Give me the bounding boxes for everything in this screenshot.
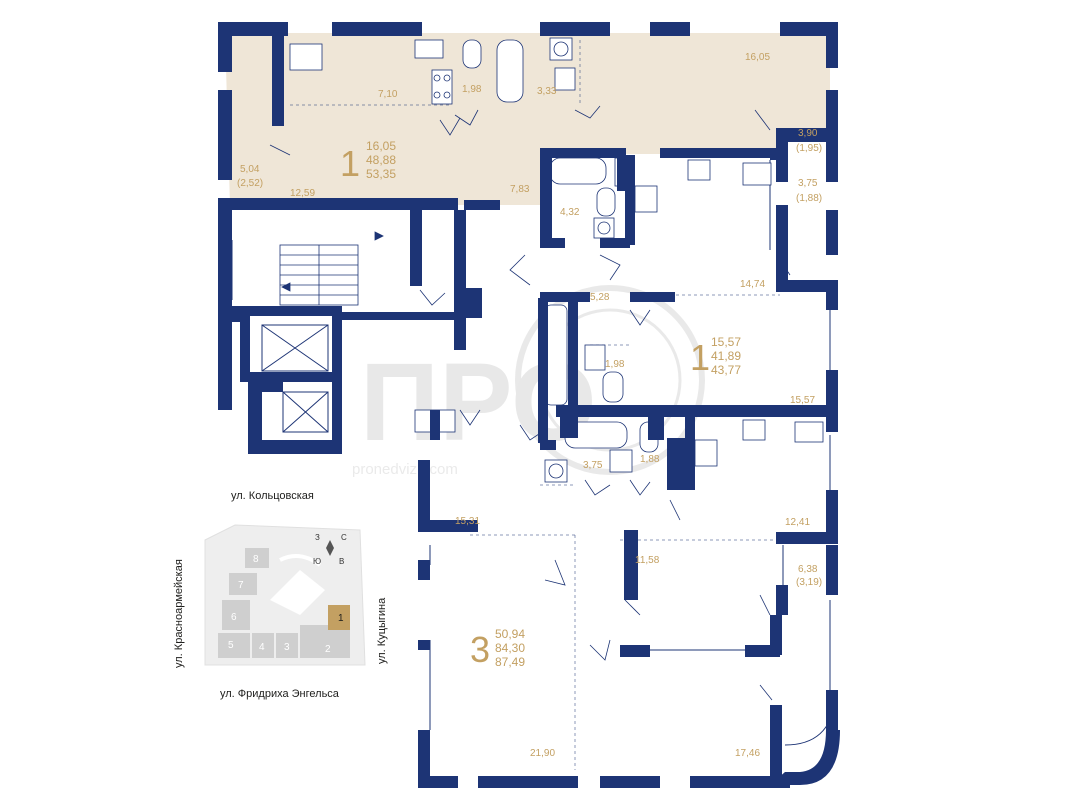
bathtub-icon-2 <box>549 157 607 185</box>
room-area: 15,31 <box>455 516 480 527</box>
room-area: 7,83 <box>510 184 530 195</box>
sink-icon-4 <box>694 439 718 467</box>
apartment-total-with-balcony: 53,35 <box>366 167 396 181</box>
toilet-icon-2 <box>596 187 616 217</box>
room-area: 5,04 <box>240 164 260 175</box>
room-area: 4,32 <box>560 207 580 218</box>
building-2 <box>300 625 350 658</box>
building-5 <box>218 633 250 658</box>
building-8 <box>245 548 269 568</box>
fridge-icon-3 <box>794 421 824 443</box>
apartment-total-area: 41,89 <box>711 349 741 363</box>
building-7 <box>229 573 257 595</box>
door-swings <box>269 105 791 701</box>
room-area: 1,98 <box>462 84 482 95</box>
room-area: 3,90 <box>798 128 818 139</box>
compass-north: С <box>341 533 347 542</box>
room-area: 21,90 <box>530 748 555 759</box>
building-label: 2 <box>325 644 331 655</box>
street-north: ул. Кольцовская <box>231 490 314 502</box>
room-labels: 16,05 7,10 1,98 3,33 3,90 (1,95) 5,04 (2… <box>237 52 822 759</box>
apartment-total-area: 48,88 <box>366 153 396 167</box>
street-east: ул. Куцыгина <box>376 597 388 664</box>
compass-west: З <box>315 533 320 542</box>
room-area: (1,95) <box>796 143 822 154</box>
stairwell <box>279 231 384 306</box>
apartment-number: 1 <box>690 337 710 378</box>
apartment-total-area: 84,30 <box>495 641 525 655</box>
building-1-active <box>328 605 350 630</box>
apartment-total-with-balcony: 87,49 <box>495 655 525 669</box>
street-south: ул. Фридриха Энгельса <box>220 688 340 700</box>
room-area: (3,19) <box>796 577 822 588</box>
watermark-url: pronedvizh.com <box>352 461 458 478</box>
building-label: 3 <box>284 642 290 653</box>
room-area: 6,38 <box>798 564 818 575</box>
room-area: 11,58 <box>635 555 660 566</box>
room-area: 14,74 <box>740 279 765 290</box>
elevators <box>261 324 329 433</box>
sink-icon <box>414 39 444 59</box>
building-label: 5 <box>228 640 234 651</box>
building-6 <box>222 600 250 630</box>
site-map: ул. Кольцовская ул. Фридриха Энгельса ул… <box>173 490 388 700</box>
apartment-bottom-summary[interactable]: 3 50,94 84,30 87,49 <box>470 627 525 670</box>
building-4 <box>252 633 274 658</box>
room-area: 1,98 <box>605 359 625 370</box>
room-area: 16,05 <box>745 52 770 63</box>
room-area: 17,46 <box>735 748 760 759</box>
fridge-icon-2 <box>742 162 772 186</box>
room-area: 15,57 <box>790 395 815 406</box>
room-area: 12,41 <box>785 517 810 528</box>
toilet-icon-3 <box>602 371 624 403</box>
apartment-living-area: 16,05 <box>366 139 396 153</box>
building-label: 4 <box>259 642 265 653</box>
room-area: 3,75 <box>798 178 818 189</box>
room-area: (1,88) <box>796 193 822 204</box>
building-3 <box>276 633 298 658</box>
building-label: 7 <box>238 580 244 591</box>
apartment-living-area: 50,94 <box>495 627 525 641</box>
apartment-number: 3 <box>470 629 490 670</box>
apartment-living-area: 15,57 <box>711 335 741 349</box>
compass-east: В <box>339 557 344 566</box>
compass-icon: С Ю З В <box>313 533 347 566</box>
stove-icon-2 <box>687 159 711 181</box>
room-area: (2,52) <box>237 178 263 189</box>
toilet-icon <box>462 39 482 69</box>
basin-icon <box>554 67 576 91</box>
compass-south: Ю <box>313 557 321 566</box>
apartment-number: 1 <box>340 143 360 184</box>
room-area: 7,10 <box>378 89 398 100</box>
fridge-icon <box>289 43 323 71</box>
stove-icon <box>431 69 453 105</box>
street-west: ул. Красноармейская <box>173 559 185 668</box>
basin-icon-3 <box>609 449 633 473</box>
building-label: 1 <box>338 613 344 624</box>
room-area: 1,88 <box>640 454 660 465</box>
apartment-top-highlight[interactable] <box>225 33 830 205</box>
bathtub-icon <box>496 39 524 103</box>
apartment-middle-summary[interactable]: 1 15,57 41,89 43,77 <box>690 335 741 378</box>
building-label: 8 <box>253 554 259 565</box>
room-area: 12,59 <box>290 188 315 199</box>
bathtub-icon-3 <box>544 304 568 406</box>
apartment-total-with-balcony: 43,77 <box>711 363 741 377</box>
building-label: 6 <box>231 612 237 623</box>
room-area: 5,28 <box>590 292 610 303</box>
stove-icon-3 <box>742 419 766 441</box>
sink-icon-3 <box>634 185 658 213</box>
apartment-top-summary[interactable]: 1 16,05 48,88 53,35 <box>340 139 396 184</box>
walls <box>218 22 840 788</box>
basin-icon-2 <box>584 344 606 371</box>
room-area: 3,33 <box>537 86 557 97</box>
room-area: 3,75 <box>583 460 603 471</box>
